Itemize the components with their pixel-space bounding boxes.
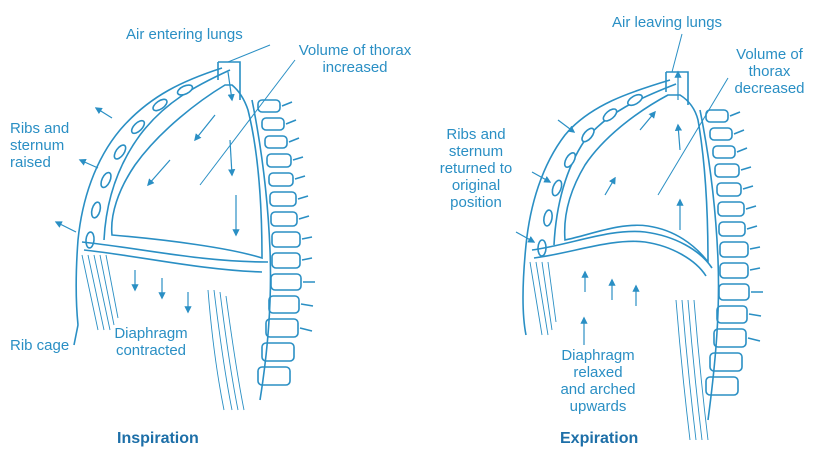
expiration-diaphragm-label: Diaphragm relaxed and arched upwards <box>548 347 648 415</box>
inspiration-arrows <box>56 72 236 312</box>
ribcage-label: Rib cage <box>10 337 69 354</box>
inspiration-ribs-label: Ribs and sternum raised <box>10 120 69 171</box>
expiration-rib-wall <box>523 80 670 335</box>
expiration-ribs-label: Ribs and sternum returned to original po… <box>430 126 522 211</box>
expiration-lung-cavity <box>565 95 708 262</box>
inspiration-sternum <box>85 83 194 248</box>
inspiration-rib-wall <box>76 68 222 325</box>
inspiration-volume-label: Volume of thorax increased <box>280 42 430 76</box>
inspiration-lung-cavity <box>112 85 262 258</box>
expiration-arrows <box>516 72 680 345</box>
inspiration-title: Inspiration <box>117 430 199 448</box>
inspiration-air-label: Air entering lungs <box>126 26 243 43</box>
expiration-air-label: Air leaving lungs <box>612 14 722 31</box>
expiration-volume-label: Volume of thorax decreased <box>722 46 817 97</box>
expiration-title: Expiration <box>560 430 638 448</box>
inspiration-air-arrow <box>228 72 232 100</box>
expiration-diaphragm <box>532 231 712 268</box>
inspiration-diaphragm-label: Diaphragm contracted <box>96 325 206 359</box>
